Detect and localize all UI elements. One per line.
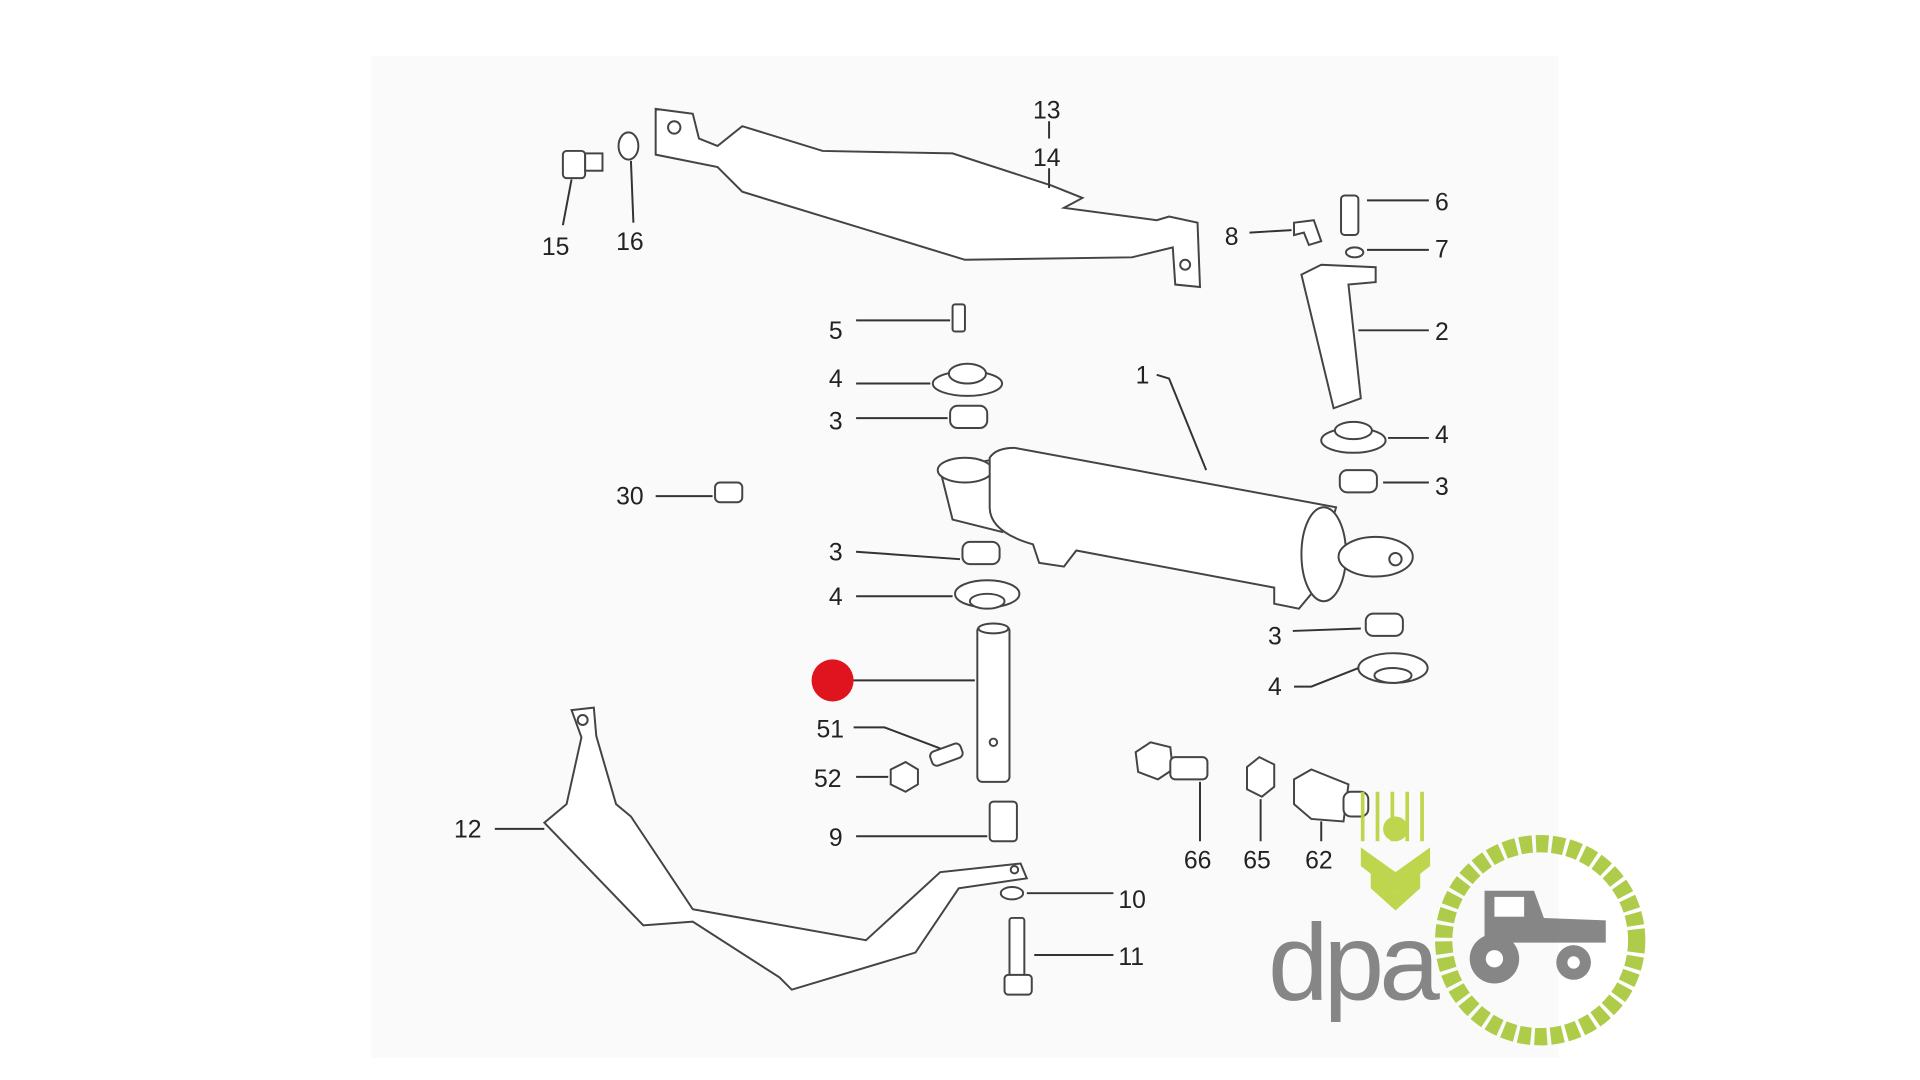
part-axle-12[interactable] — [542, 706, 1029, 991]
label-12: 12 — [454, 817, 482, 844]
label-4b: 4 — [1435, 422, 1449, 449]
label-4a: 4 — [829, 366, 843, 393]
label-1: 1 — [1136, 363, 1150, 390]
part-bush-3d[interactable] — [1364, 612, 1404, 637]
part-pin-2[interactable] — [1300, 263, 1377, 410]
label-51: 51 — [816, 716, 844, 743]
label-11: 11 — [1118, 944, 1144, 971]
label-8: 8 — [1225, 224, 1239, 251]
label-30: 30 — [616, 484, 644, 511]
part-washer-10[interactable] — [999, 886, 1025, 901]
label-15: 15 — [542, 234, 570, 261]
part-nut-52[interactable] — [889, 760, 919, 793]
part-screw-51[interactable] — [929, 742, 964, 767]
label-3c: 3 — [829, 539, 843, 566]
part-bush-3a[interactable] — [949, 404, 989, 430]
part-7[interactable] — [1344, 246, 1365, 259]
label-6: 6 — [1435, 189, 1449, 216]
label-4d: 4 — [1268, 674, 1282, 701]
part-bush-3c[interactable] — [961, 540, 1001, 566]
part-pin-highlighted[interactable] — [976, 622, 1011, 783]
part-elbow-8[interactable] — [1293, 219, 1323, 247]
label-2: 2 — [1435, 319, 1449, 346]
label-9: 9 — [829, 825, 843, 852]
part-bush-9[interactable] — [988, 800, 1018, 843]
part-grease-5[interactable] — [951, 303, 966, 333]
part-cylinder-1[interactable] — [936, 446, 1414, 610]
wheat-icon — [1360, 791, 1431, 911]
label-52: 52 — [814, 766, 842, 793]
logo-text: dpa — [1268, 902, 1440, 1024]
dpa-logo: dpa — [1268, 791, 1646, 1046]
label-5: 5 — [829, 318, 843, 345]
label-7: 7 — [1435, 236, 1449, 263]
part-nipple-30[interactable] — [714, 481, 744, 504]
part-bolt-66[interactable] — [1134, 741, 1209, 781]
part-bolt-15[interactable] — [561, 149, 604, 180]
label-66: 66 — [1184, 847, 1212, 874]
part-nut-65[interactable] — [1246, 755, 1276, 798]
label-3d: 3 — [1268, 624, 1282, 651]
label-16: 16 — [616, 229, 644, 256]
part-bush-3b[interactable] — [1338, 469, 1378, 494]
label-65: 65 — [1243, 847, 1271, 874]
part-bolt-11[interactable] — [1003, 916, 1033, 996]
part-bracket-13-14[interactable] — [654, 107, 1202, 289]
label-14: 14 — [1033, 145, 1061, 172]
label-4c: 4 — [829, 584, 843, 611]
label-13: 13 — [1033, 98, 1061, 125]
part-grease-6[interactable] — [1340, 194, 1360, 237]
label-3a: 3 — [829, 408, 843, 435]
label-3b: 3 — [1435, 474, 1449, 501]
tractor-icon — [1469, 890, 1606, 984]
label-10: 10 — [1118, 887, 1146, 914]
highlight-marker[interactable] — [811, 659, 854, 702]
part-washer-16[interactable] — [617, 131, 640, 161]
label-62: 62 — [1305, 847, 1333, 874]
